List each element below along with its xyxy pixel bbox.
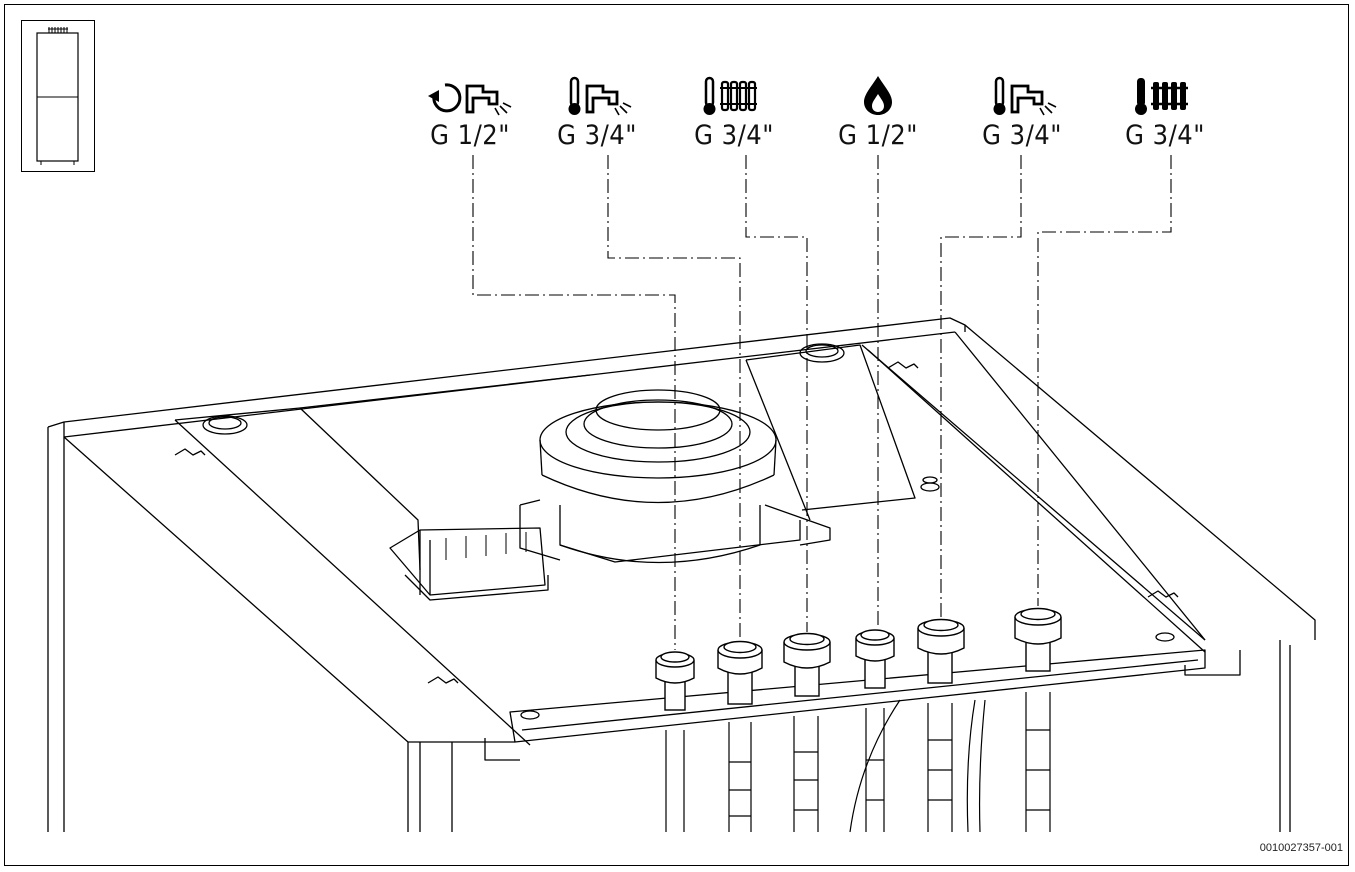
cold-water-tap-icon xyxy=(993,76,1057,116)
thread-size-label: G 3/4" xyxy=(982,120,1062,151)
connection-dhw-hot: G 3/4" xyxy=(532,72,662,151)
thread-size-label: G 3/4" xyxy=(557,120,637,151)
flue-collar xyxy=(539,401,777,479)
thread-size-label: G 1/2" xyxy=(430,120,510,151)
air-intake-box xyxy=(389,527,546,596)
document-id: 0010027357-001 xyxy=(1259,842,1343,854)
pipe-connections xyxy=(655,607,1062,711)
connection-rail xyxy=(509,649,1206,743)
gas-flame-icon xyxy=(864,76,892,115)
connection-heating-flow: G 3/4" xyxy=(669,72,799,151)
hot-water-tap-icon xyxy=(568,76,632,116)
connection-gas: G 1/2" xyxy=(813,72,943,151)
thread-size-label: G 1/2" xyxy=(838,120,918,151)
inner-panel-right xyxy=(745,344,916,511)
housing-top-edge xyxy=(47,317,1316,640)
connection-circulation: G 1/2" xyxy=(405,72,535,151)
housing-left-top-fold xyxy=(63,436,515,743)
thread-size-label: G 3/4" xyxy=(694,120,774,151)
connection-dhw-cold: G 3/4" xyxy=(957,72,1087,151)
appliance-thumbnail xyxy=(21,20,95,172)
connection-heating-return: G 3/4" xyxy=(1100,72,1230,151)
inner-panel-left xyxy=(174,407,421,571)
leader-lines xyxy=(472,155,1172,650)
radiator-return-icon xyxy=(1135,78,1188,115)
thread-size-label: G 3/4" xyxy=(1125,120,1205,151)
appliance-outline-icon xyxy=(36,27,79,165)
radiator-flow-icon xyxy=(703,76,757,115)
figure-frame xyxy=(4,4,1349,866)
circulation-tap-icon xyxy=(428,83,512,116)
pipes-below xyxy=(665,692,1051,833)
